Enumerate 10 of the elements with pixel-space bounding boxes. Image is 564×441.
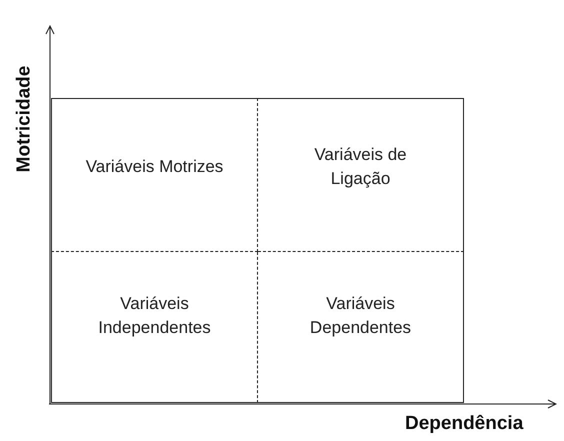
quadrant-cell xyxy=(258,98,464,252)
quadrant-cell xyxy=(51,252,258,403)
quadrant-label: Variáveis de Ligação xyxy=(313,144,408,190)
quadrant-label: Variáveis Motrizes xyxy=(84,156,224,178)
quadrant-cell xyxy=(258,252,464,403)
axis-label: Dependência xyxy=(405,413,524,435)
axis-label: Motricidade xyxy=(13,66,36,172)
quadrant-label: Variáveis Independentes xyxy=(97,293,212,339)
quadrant-label: Variáveis Dependentes xyxy=(308,293,412,339)
quadrant-cell xyxy=(51,98,258,252)
